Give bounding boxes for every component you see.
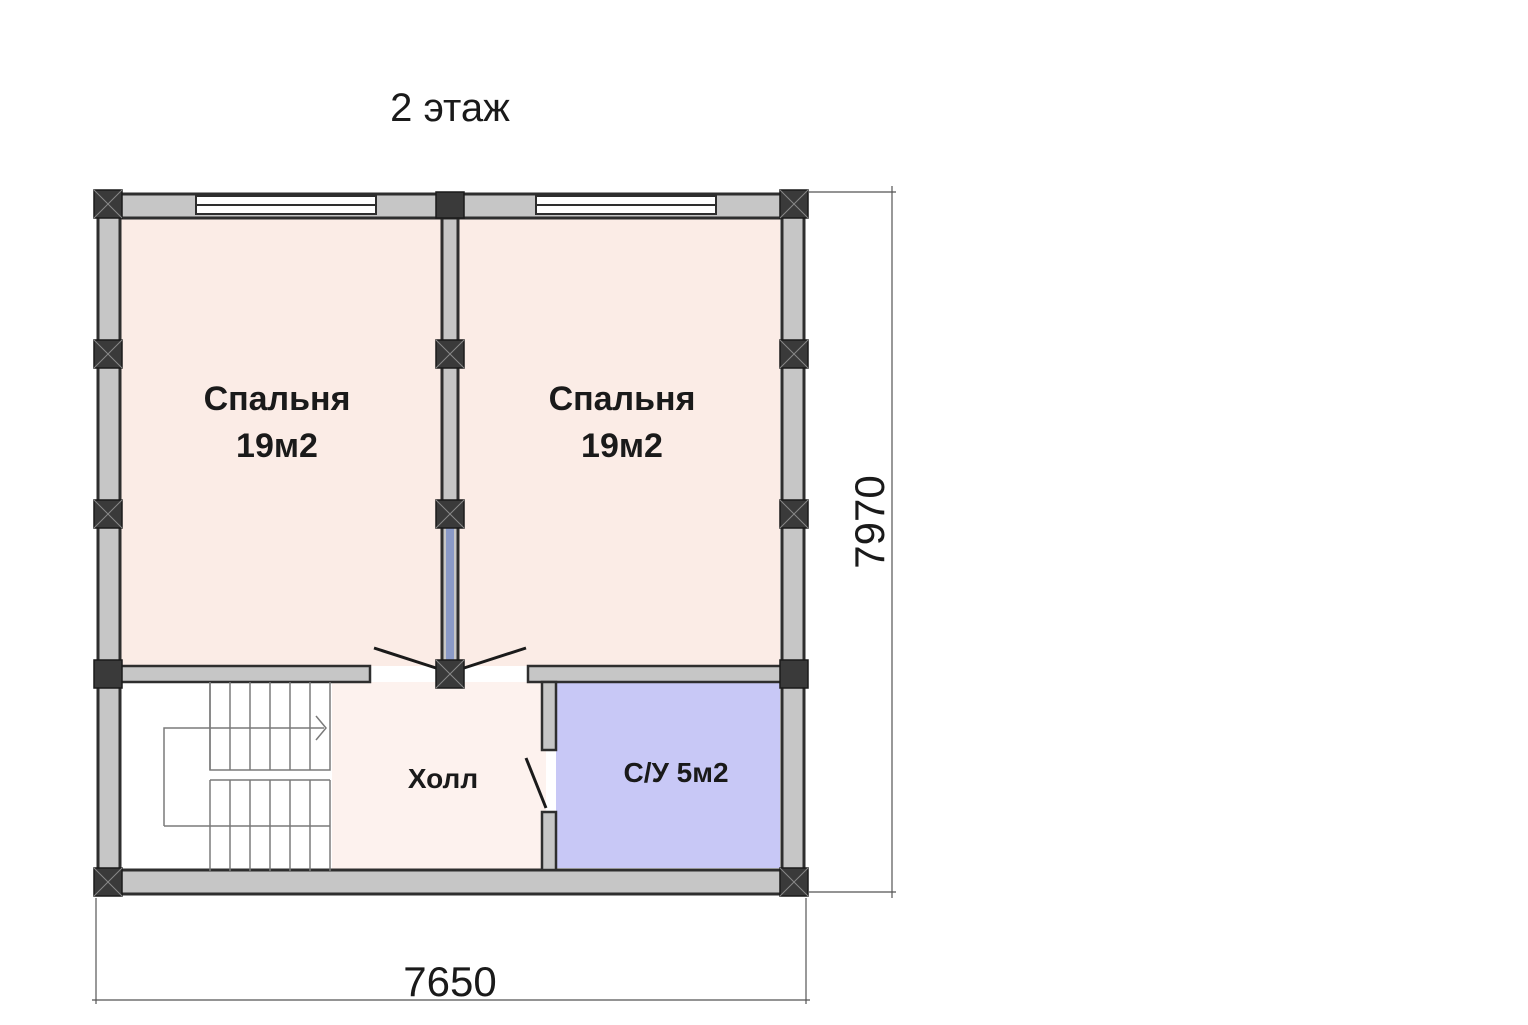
- bathroom-fill: [556, 682, 780, 868]
- dimension-lines: [92, 186, 896, 1004]
- bedroom-left-area: 19м2: [236, 427, 318, 465]
- hall-fill: [330, 682, 546, 872]
- bathroom-label: С/У 5м2: [623, 757, 728, 788]
- bedroom-right-area: 19м2: [581, 427, 663, 465]
- staircase: [163, 682, 331, 872]
- height-dimension: 7970: [846, 475, 893, 568]
- width-dimension: 7650: [403, 958, 496, 1005]
- bedroom-left-fill: [120, 218, 442, 666]
- windows: [195, 195, 717, 215]
- bedroom-right-name: Спальня: [549, 380, 696, 418]
- doors: [373, 646, 548, 809]
- bedroom-right-fill: [458, 218, 780, 666]
- bedroom-left-name: Спальня: [204, 380, 351, 418]
- lower-partitions: [118, 664, 784, 872]
- floor-title: 2 этаж: [390, 86, 510, 130]
- hall-label: Холл: [408, 763, 478, 794]
